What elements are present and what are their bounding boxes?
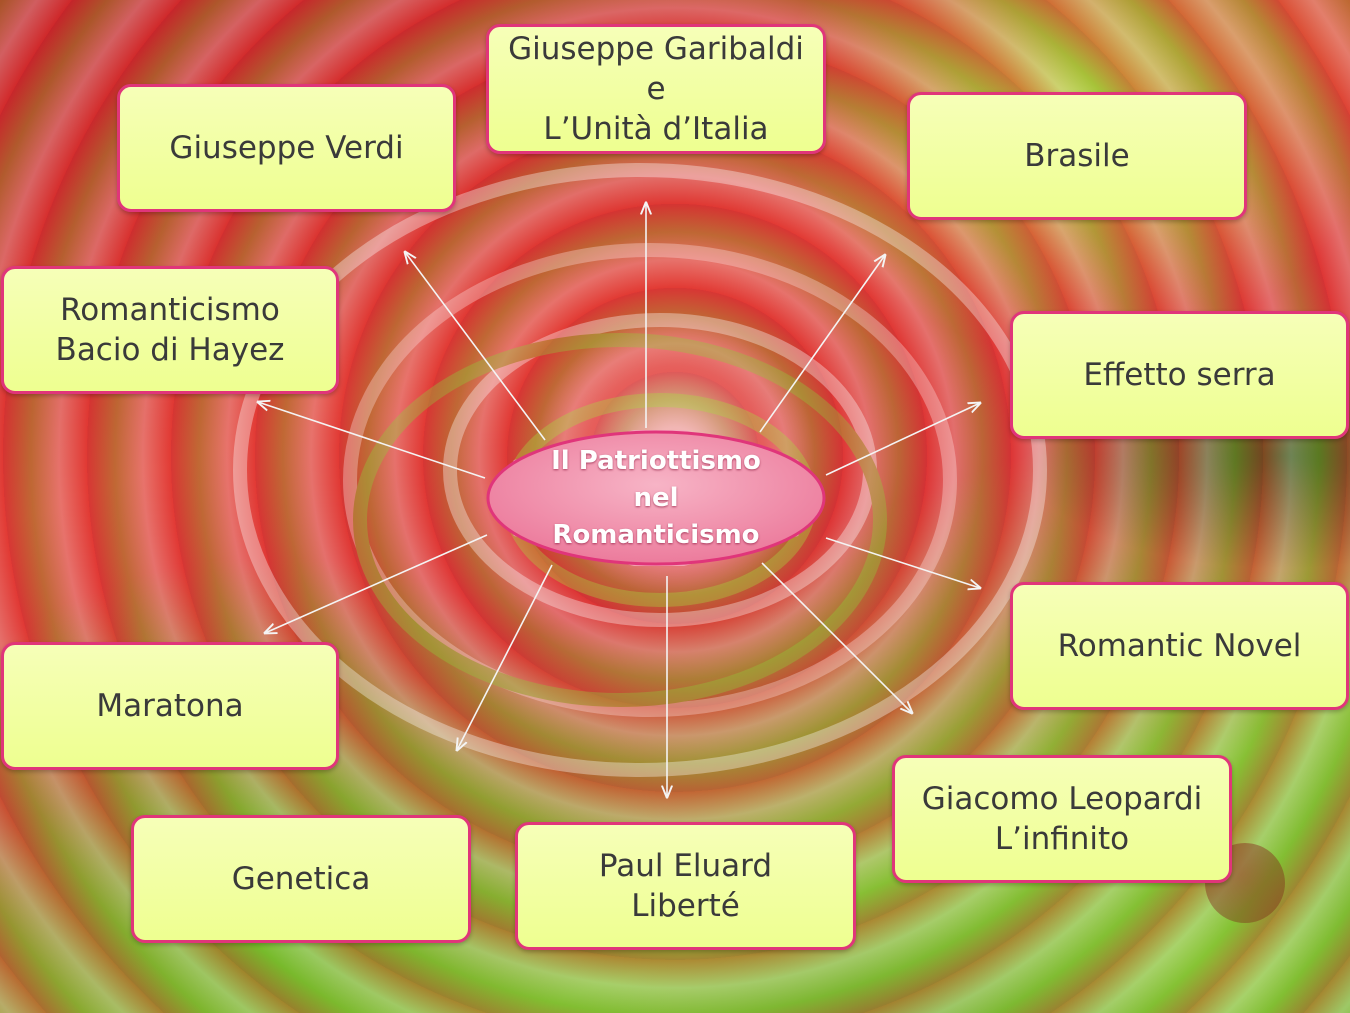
node-label: Giuseppe Verdi [169, 128, 403, 168]
arrow-to-leopardi [762, 563, 912, 713]
arrow-to-brasile [760, 255, 885, 432]
arrow-to-verdi [405, 252, 545, 440]
node-label: Romantic Novel [1058, 626, 1302, 666]
node-label: Paul Eluard Liberté [599, 846, 772, 926]
node-label: Brasile [1024, 136, 1129, 176]
node-label: Giuseppe Garibaldi e L’Unità d’Italia [508, 29, 804, 149]
arrow-to-hayez [258, 402, 485, 478]
node-maratona: Maratona [1, 642, 339, 770]
node-label: Maratona [96, 686, 243, 726]
center-node-label: Il Patriottismo nel Romanticismo [484, 428, 828, 568]
node-paul-eluard: Paul Eluard Liberté [515, 822, 856, 950]
node-label: Genetica [232, 859, 371, 899]
node-romantic-novel: Romantic Novel [1010, 582, 1349, 710]
node-effetto-serra: Effetto serra [1010, 311, 1349, 439]
node-label: Effetto serra [1083, 355, 1275, 395]
node-label: Romanticismo Bacio di Hayez [56, 290, 285, 370]
node-label: Giacomo Leopardi L’infinito [922, 779, 1203, 859]
node-genetica: Genetica [131, 815, 471, 943]
node-giacomo-leopardi: Giacomo Leopardi L’infinito [892, 755, 1232, 883]
center-node: Il Patriottismo nel Romanticismo [484, 428, 828, 568]
arrow-to-effetto-serra [826, 403, 980, 475]
arrow-to-romantic-novel [826, 538, 980, 588]
arrow-to-genetica [457, 565, 552, 750]
node-brasile: Brasile [907, 92, 1247, 220]
node-giuseppe-verdi: Giuseppe Verdi [117, 84, 456, 212]
arrow-to-maratona [265, 535, 487, 633]
node-giuseppe-garibaldi: Giuseppe Garibaldi e L’Unità d’Italia [486, 24, 826, 154]
node-romanticismo-hayez: Romanticismo Bacio di Hayez [1, 266, 339, 394]
